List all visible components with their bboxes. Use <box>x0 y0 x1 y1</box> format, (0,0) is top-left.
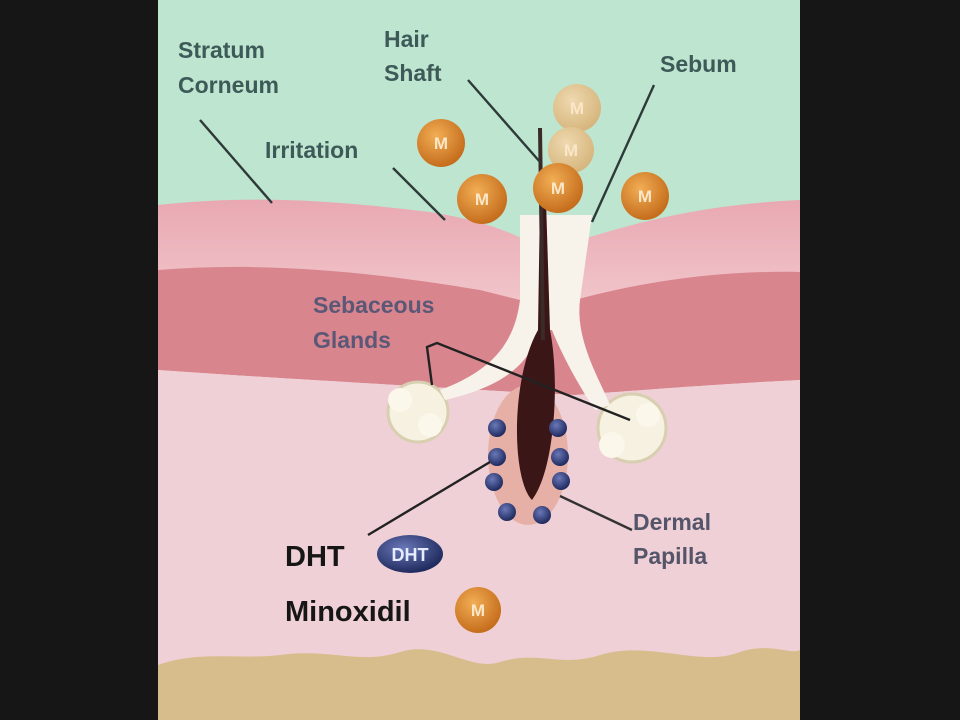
minoxidil-molecule: M <box>533 163 583 213</box>
legend-minoxidil-badge: M <box>455 587 501 633</box>
legend: DHT DHT Minoxidil M <box>285 535 501 633</box>
dht-dot <box>488 448 506 466</box>
minoxidil-molecule-faded: M <box>548 127 594 173</box>
legend-dht-badge: DHT <box>377 535 443 573</box>
dht-dot <box>533 506 551 524</box>
svg-text:M: M <box>564 141 578 160</box>
dht-dot <box>485 473 503 491</box>
label-dermal-papilla-line1: Dermal <box>633 509 711 535</box>
dht-molecules <box>485 419 570 524</box>
legend-dht-label: DHT <box>285 541 345 573</box>
dht-dot <box>549 419 567 437</box>
dht-dot <box>551 448 569 466</box>
dermis-band <box>158 266 800 395</box>
svg-text:M: M <box>551 179 565 198</box>
minoxidil-molecule-faded: M <box>553 84 601 132</box>
minoxidil-molecule: M <box>621 172 669 220</box>
leader-lines <box>199 79 656 537</box>
minoxidil-molecule: M <box>457 174 507 224</box>
label-sebaceous-glands-line1: Sebaceous <box>313 292 434 318</box>
label-irritation: Irritation <box>265 137 358 163</box>
label-stratum-corneum-line2: Corneum <box>178 72 279 98</box>
svg-text:M: M <box>471 601 485 620</box>
label-hair-shaft-line2: Shaft <box>384 60 442 86</box>
hair-shaft <box>538 127 545 341</box>
minoxidil-molecules: M M M M M M <box>417 84 669 224</box>
dht-dot <box>552 472 570 490</box>
subcutaneous-fat-layer <box>158 648 800 720</box>
svg-text:M: M <box>570 99 584 118</box>
svg-text:M: M <box>638 187 652 206</box>
sebaceous-gland-left <box>386 380 450 444</box>
follicle-sheath <box>440 215 610 410</box>
label-dermal-papilla-line2: Papilla <box>633 543 707 569</box>
label-hair-shaft-line1: Hair <box>384 26 429 52</box>
illustration-panel: M M M M M M Stratum Corneum Hair Shaft S… <box>158 0 800 720</box>
svg-text:M: M <box>434 134 448 153</box>
svg-text:DHT: DHT <box>392 545 429 565</box>
hair-bulb <box>516 200 555 500</box>
label-sebaceous-glands-line2: Glands <box>313 327 391 353</box>
dht-dot <box>498 503 516 521</box>
dht-dot <box>488 419 506 437</box>
legend-minoxidil-label: Minoxidil <box>285 596 411 628</box>
labels: Stratum Corneum Hair Shaft Sebum Irritat… <box>178 26 737 569</box>
svg-text:M: M <box>475 190 489 209</box>
sebaceous-gland-right <box>596 392 668 464</box>
label-stratum-corneum-line1: Stratum <box>178 37 265 63</box>
minoxidil-molecule: M <box>417 119 465 167</box>
label-sebum: Sebum <box>660 51 737 77</box>
